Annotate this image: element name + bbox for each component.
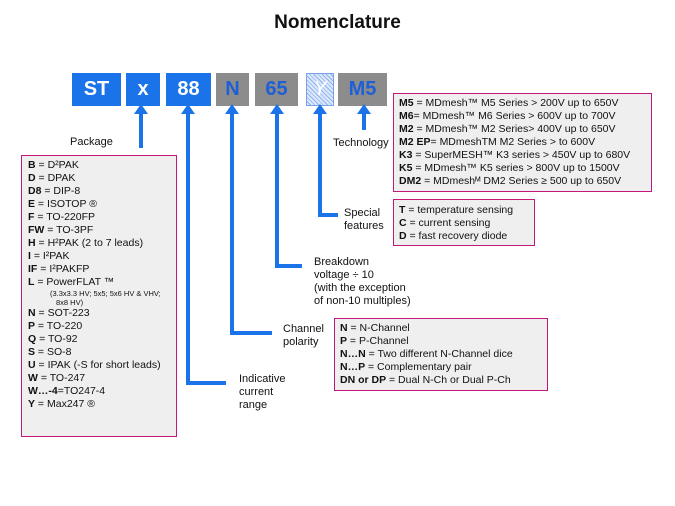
- channel-line-2: polarity: [283, 336, 319, 348]
- list-item: N…N = Two different N-Channel dice: [340, 348, 513, 360]
- code-box-88: 88: [166, 73, 211, 106]
- channel-polarity-label: Channel polarity: [283, 323, 324, 349]
- current-line-3: range: [239, 399, 268, 411]
- code-box-y: Y: [306, 73, 334, 106]
- list-item: W…-4=TO247-4: [28, 385, 106, 397]
- package-list-box: B = D²PAK D = DPAK D8 = DIP-8 E = ISOTOP…: [21, 155, 177, 437]
- list-item: K5 = MDmesh™ K5 series > 800V up to 1500…: [399, 162, 620, 174]
- breakdown-line-4: of non-10 multiples): [314, 295, 411, 307]
- code-box-st: ST: [72, 73, 121, 106]
- current-line-2: current: [239, 386, 274, 398]
- list-item: N = SOT-223: [28, 307, 90, 319]
- list-item: I = I²PAK: [28, 250, 70, 262]
- list-item: H = H²PAK (2 to 7 leads): [28, 237, 144, 249]
- list-item: Y = Max247 ®: [28, 398, 95, 410]
- current-range-label: Indicative current range: [239, 373, 285, 412]
- special-line-2: features: [344, 220, 384, 232]
- powerflat-note: (3.3x3.3 HV; 5x5; 5x6 HV & VHV;: [50, 289, 161, 298]
- technology-label: Technology: [333, 137, 389, 149]
- channel-line-1: Channel: [283, 323, 324, 335]
- list-item: M2 = MDmesh™ M2 Series> 400V up to 650V: [399, 123, 616, 135]
- code-box-x: x: [126, 73, 160, 106]
- list-item: K3 = SuperMESH™ K3 series > 450V up to 6…: [399, 149, 631, 161]
- list-item: N = N-Channel: [340, 322, 410, 334]
- code-box-n: N: [216, 73, 249, 106]
- list-item: FW = TO-3PF: [28, 224, 94, 236]
- technology-list-box: M5 = MDmesh™ M5 Series > 200V up to 650V…: [393, 93, 652, 192]
- list-item: C = current sensing: [399, 217, 491, 229]
- list-item: F = TO-220FP: [28, 211, 96, 223]
- list-item: IF = I²PAKFP: [28, 263, 90, 275]
- breakdown-line-2: voltage ÷ 10: [314, 269, 374, 281]
- code-box-m5: M5: [338, 73, 387, 106]
- list-item: D = DPAK: [28, 172, 76, 184]
- list-item: DM2 = MDmeshᴹ DM2 Series ≥ 500 up to 650…: [399, 175, 622, 187]
- list-item: D = fast recovery diode: [399, 230, 508, 242]
- list-item: D8 = DIP-8: [28, 185, 81, 197]
- features-list-box: T = temperature sensing C = current sens…: [393, 199, 535, 246]
- breakdown-label: Breakdown voltage ÷ 10 (with the excepti…: [314, 256, 411, 308]
- list-item: L = PowerFLAT ™: [28, 276, 115, 288]
- list-item: M2 EP= MDmeshTM M2 Series > to 600V: [399, 136, 596, 148]
- list-item: Q = TO-92: [28, 333, 78, 345]
- breakdown-line-1: Breakdown: [314, 256, 370, 268]
- list-item: P = P-Channel: [340, 335, 409, 347]
- breakdown-line-3: (with the exception: [314, 282, 406, 294]
- list-item: E = ISOTOP ®: [28, 198, 97, 210]
- channel-list-box: N = N-Channel P = P-Channel N…N = Two di…: [334, 318, 548, 391]
- page-title: Nomenclature: [274, 12, 401, 33]
- list-item: P = TO-220: [28, 320, 83, 332]
- list-item: T = temperature sensing: [399, 204, 514, 216]
- special-features-label: Special features: [344, 207, 384, 233]
- powerflat-note: 8x8 HV): [56, 298, 84, 307]
- list-item: B = D²PAK: [28, 159, 79, 171]
- list-item: S = SO-8: [28, 346, 72, 358]
- code-box-65: 65: [255, 73, 298, 106]
- current-line-1: Indicative: [239, 373, 286, 385]
- list-item: W = TO-247: [28, 372, 86, 384]
- list-item: N…P = Complementary pair: [340, 361, 472, 373]
- special-line-1: Special: [344, 207, 381, 219]
- package-label: Package: [70, 136, 113, 148]
- list-item: DN or DP = Dual N-Ch or Dual P-Ch: [340, 374, 511, 386]
- list-item: U = IPAK (-S for short leads): [28, 359, 161, 371]
- list-item: M6= MDmesh™ M6 Series > 600V up to 700V: [399, 110, 616, 122]
- list-item: M5 = MDmesh™ M5 Series > 200V up to 650V: [399, 97, 619, 109]
